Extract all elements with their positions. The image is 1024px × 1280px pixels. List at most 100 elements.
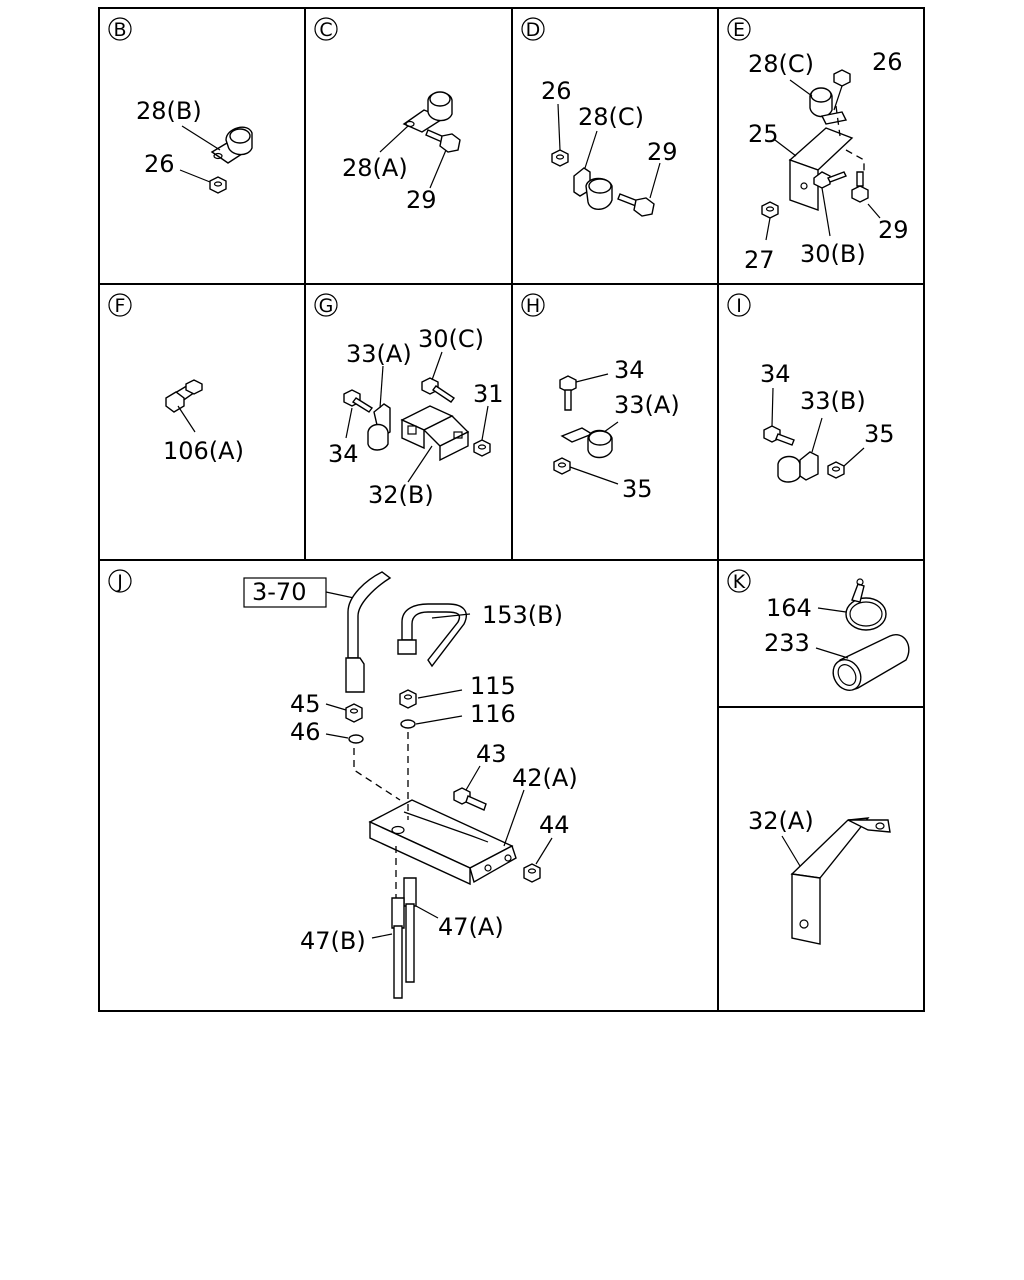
panel-id-h-text: H bbox=[526, 295, 540, 317]
label-29-e: 29 bbox=[878, 216, 909, 244]
nut-26-d-drawing bbox=[551, 149, 569, 167]
reference-label: 3-70 bbox=[252, 578, 306, 606]
label-115: 115 bbox=[470, 672, 516, 700]
panel-id-i-text: I bbox=[736, 295, 742, 317]
label-43: 43 bbox=[476, 740, 507, 768]
panel-e: 28(C) 26 25 29 27 30(B) bbox=[744, 48, 909, 274]
panel-g: 33(A) 30(C) 31 34 32(B) bbox=[328, 325, 504, 509]
label-28b: 28(B) bbox=[136, 97, 202, 125]
nut-26-e-drawing bbox=[833, 69, 851, 87]
label-30c: 30(C) bbox=[418, 325, 484, 353]
bracket-42a-drawing bbox=[368, 799, 517, 886]
panel-id-h: H bbox=[521, 293, 545, 317]
label-34-g: 34 bbox=[328, 440, 359, 468]
bolt-30c-drawing bbox=[421, 377, 456, 403]
bolt-29-d-drawing bbox=[617, 193, 655, 217]
label-35-h: 35 bbox=[622, 475, 653, 503]
label-27: 27 bbox=[744, 246, 775, 274]
label-45: 45 bbox=[290, 690, 321, 718]
hose-233-drawing bbox=[832, 634, 910, 692]
panel-id-g-text: G bbox=[319, 295, 334, 317]
panel-id-f: F bbox=[108, 293, 132, 317]
label-35-i: 35 bbox=[864, 420, 895, 448]
panel-c: 28(A) 29 bbox=[342, 91, 461, 214]
fitting-106a-drawing bbox=[165, 379, 203, 413]
panel-id-k-text: K bbox=[733, 571, 746, 593]
reference-box: 3-70 bbox=[243, 577, 327, 608]
washer-46-drawing bbox=[348, 734, 364, 744]
label-26-e: 26 bbox=[872, 48, 903, 76]
pipe-3-70-drawing bbox=[345, 571, 392, 693]
label-26-b: 26 bbox=[144, 150, 175, 178]
panel-bracket-32a: 32(A) bbox=[748, 807, 891, 945]
clamp-164-drawing bbox=[845, 578, 887, 631]
nut-26-drawing bbox=[209, 176, 227, 194]
panel-id-b-text: B bbox=[113, 19, 126, 41]
label-164: 164 bbox=[766, 594, 812, 622]
panel-f: 106(A) bbox=[163, 379, 244, 465]
panel-id-e: E bbox=[727, 17, 751, 41]
label-47a: 47(A) bbox=[438, 913, 504, 941]
panel-id-e-text: E bbox=[733, 19, 745, 41]
panel-i: 34 33(B) 35 bbox=[760, 360, 895, 483]
fitting-47b-drawing bbox=[391, 897, 405, 999]
label-32b: 32(B) bbox=[368, 481, 434, 509]
panel-id-f-text: F bbox=[115, 295, 126, 317]
bracket-32a-drawing bbox=[790, 817, 891, 945]
clip-33b-drawing bbox=[777, 451, 819, 483]
panel-b: 28(B) 26 bbox=[136, 97, 253, 194]
label-28c-d: 28(C) bbox=[578, 103, 644, 131]
nut-27-drawing bbox=[761, 201, 779, 219]
bolt-34-h-drawing bbox=[559, 375, 577, 411]
label-34-h: 34 bbox=[614, 356, 645, 384]
bracket-32b-drawing bbox=[400, 405, 470, 462]
clip-33a-g-drawing bbox=[367, 403, 391, 451]
bolt-34-g-drawing bbox=[343, 389, 374, 413]
bolt-34-i-drawing bbox=[763, 425, 795, 446]
panel-d: 26 28(C) 29 bbox=[541, 77, 678, 217]
panel-j: 3-70 bbox=[243, 571, 578, 999]
bolt-30b-drawing bbox=[813, 171, 847, 189]
clip-28a-drawing bbox=[402, 91, 453, 133]
label-32a: 32(A) bbox=[748, 807, 814, 835]
nut-45-drawing bbox=[345, 703, 363, 723]
label-33b: 33(B) bbox=[800, 387, 866, 415]
nut-35-h-drawing bbox=[553, 457, 571, 475]
panel-h: 34 33(A) 35 bbox=[553, 356, 680, 503]
label-29-c: 29 bbox=[406, 186, 437, 214]
nut-31-drawing bbox=[473, 439, 491, 457]
label-46: 46 bbox=[290, 718, 321, 746]
pipe-153b-drawing bbox=[397, 603, 467, 668]
panel-k: 164 233 bbox=[764, 578, 910, 692]
panel-id-c: C bbox=[314, 17, 338, 41]
label-28c-e: 28(C) bbox=[748, 50, 814, 78]
panel-grid bbox=[98, 7, 925, 1012]
label-33a-g: 33(A) bbox=[346, 340, 412, 368]
label-47b: 47(B) bbox=[300, 927, 366, 955]
panel-id-k: K bbox=[727, 569, 751, 593]
bolt-29-c-drawing bbox=[425, 129, 461, 153]
label-233: 233 bbox=[764, 629, 810, 657]
label-33a-h: 33(A) bbox=[614, 391, 680, 419]
clip-28b-drawing bbox=[210, 126, 253, 164]
label-116: 116 bbox=[470, 700, 516, 728]
label-42a: 42(A) bbox=[512, 764, 578, 792]
label-31: 31 bbox=[473, 380, 504, 408]
washer-116-drawing bbox=[400, 719, 416, 729]
label-106a: 106(A) bbox=[163, 437, 244, 465]
fitting-47a-drawing bbox=[403, 877, 417, 983]
clip-28c-d-drawing bbox=[573, 167, 613, 210]
clip-28c-e-drawing bbox=[809, 87, 848, 125]
panel-id-b: B bbox=[108, 17, 132, 41]
panel-id-i: I bbox=[727, 293, 751, 317]
panel-id-c-text: C bbox=[319, 19, 332, 41]
label-25: 25 bbox=[748, 120, 779, 148]
label-44: 44 bbox=[539, 811, 570, 839]
bolt-29-e-drawing bbox=[851, 171, 869, 203]
label-30b: 30(B) bbox=[800, 240, 866, 268]
label-34-i: 34 bbox=[760, 360, 791, 388]
nut-35-i-drawing bbox=[827, 461, 845, 479]
panel-id-d: D bbox=[521, 17, 545, 41]
label-28a: 28(A) bbox=[342, 154, 408, 182]
